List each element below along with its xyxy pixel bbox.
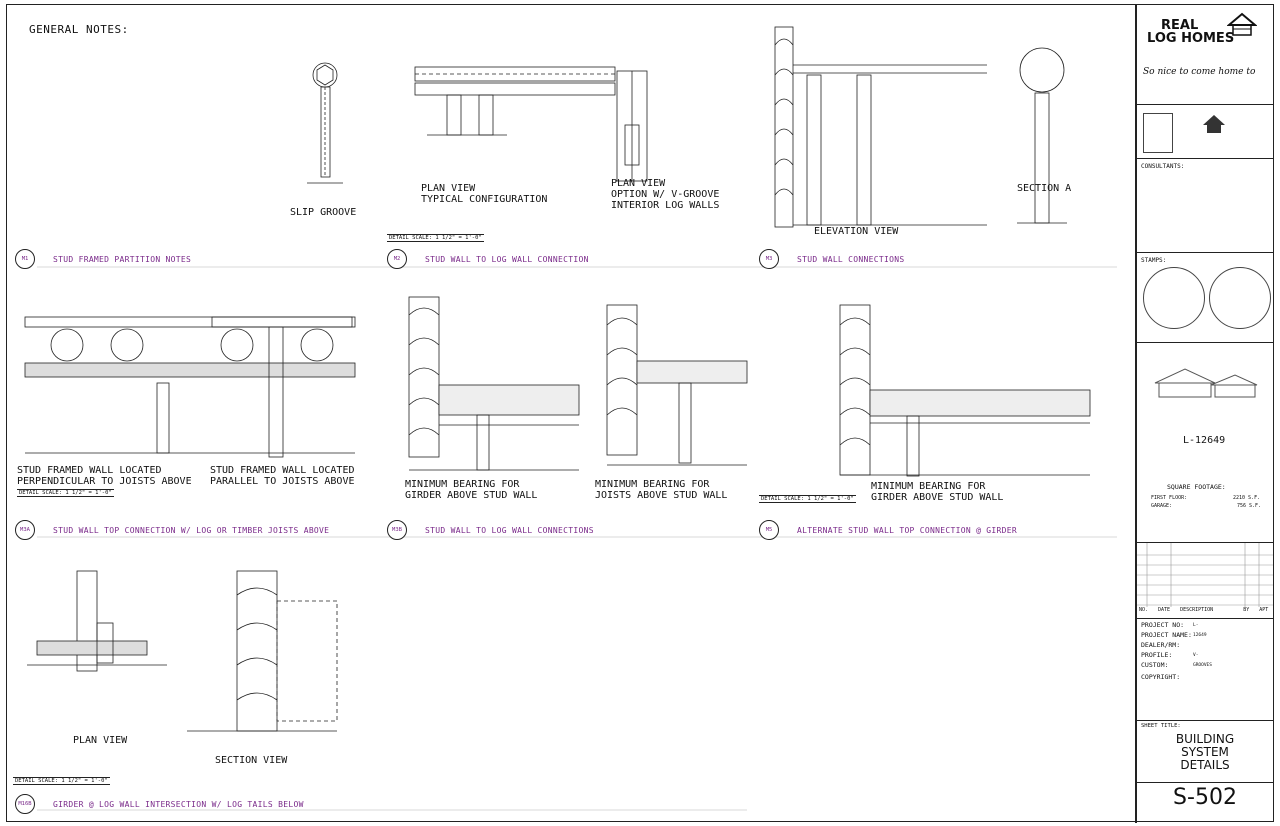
scale-m2: DETAIL SCALE: 1 1/2" = 1'-0" bbox=[387, 234, 484, 242]
scale-m3a: DETAIL SCALE: 1 1/2" = 1'-0" bbox=[17, 489, 114, 497]
detail-title-text: STUD WALL TO LOG WALL CONNECTIONS bbox=[425, 525, 594, 535]
log-homes-council-icon bbox=[1203, 115, 1225, 133]
detail-number: M16B bbox=[15, 794, 35, 814]
house-rendering-icon bbox=[1154, 368, 1258, 398]
member-badge-icon bbox=[1143, 113, 1173, 153]
caption-parallel: STUD FRAMED WALL LOCATED PARALLEL TO JOI… bbox=[210, 465, 355, 487]
stamp-circle bbox=[1143, 267, 1205, 329]
brand-tagline: So nice to come home to bbox=[1143, 67, 1256, 77]
brand-logo: REAL LOG HOMES bbox=[1147, 18, 1235, 46]
revision-grid bbox=[1137, 543, 1273, 607]
detail-title-m16b: M16B GIRDER @ LOG WALL INTERSECTION W/ L… bbox=[15, 794, 395, 814]
detail-number: M3B bbox=[387, 520, 407, 540]
detail-title-m3b: M3B STUD WALL TO LOG WALL CONNECTIONS bbox=[387, 520, 747, 540]
detail-number: M2 bbox=[387, 249, 407, 269]
scale-m5: DETAIL SCALE: 1 1/2" = 1'-0" bbox=[759, 495, 856, 503]
detail-title-m1: M1 STUD FRAMED PARTITION NOTES bbox=[15, 249, 375, 269]
detail-title-m5: M5 ALTERNATE STUD WALL TOP CONNECTION @ … bbox=[759, 520, 1119, 540]
revision-header: NO. DATE DESCRIPTION BY APT bbox=[1139, 607, 1269, 613]
detail-title-text: STUD FRAMED PARTITION NOTES bbox=[53, 254, 192, 264]
detail-title-text: STUD WALL CONNECTIONS bbox=[797, 254, 905, 264]
scale-m16b: DETAIL SCALE: 1 1/2" = 1'-0" bbox=[13, 777, 110, 785]
detail-title-text: GIRDER @ LOG WALL INTERSECTION W/ LOG TA… bbox=[53, 799, 304, 809]
detail-title-text: STUD WALL TO LOG WALL CONNECTION bbox=[425, 254, 589, 264]
caption-plan-view: PLAN VIEW bbox=[73, 735, 128, 746]
general-notes: GENERAL NOTES: bbox=[29, 23, 244, 42]
sheet-title-section: SHEET TITLE: BUILDING SYSTEM DETAILS bbox=[1137, 721, 1273, 783]
detail-number: M3A bbox=[15, 520, 35, 540]
caption-min-bearing-joists: MINIMUM BEARING FOR JOISTS ABOVE STUD WA… bbox=[595, 479, 728, 501]
detail-number: M5 bbox=[759, 520, 779, 540]
cabin-icon bbox=[1227, 12, 1257, 36]
caption-elevation: ELEVATION VIEW bbox=[814, 226, 899, 237]
stamps-section: STAMPS: bbox=[1137, 253, 1273, 343]
caption-min-bearing-girder: MINIMUM BEARING FOR GIRDER ABOVE STUD WA… bbox=[405, 479, 538, 501]
caption-plan-typical: PLAN VIEW TYPICAL CONFIGURATION bbox=[421, 183, 548, 205]
project-info-section: PROJECT NO:L-12649 PROJECT NAME: DEALER/… bbox=[1137, 619, 1273, 721]
member-logos bbox=[1137, 105, 1273, 159]
brand-section: REAL LOG HOMES So nice to come home to bbox=[1137, 5, 1273, 105]
caption-min-bearing-girder-alt: MINIMUM BEARING FOR GIRDER ABOVE STUD WA… bbox=[871, 481, 1004, 503]
detail-title-m3a: M3A STUD WALL TOP CONNECTION W/ LOG OR T… bbox=[15, 520, 375, 540]
caption-section-view: SECTION VIEW bbox=[215, 755, 288, 766]
detail-title-m3: M3 STUD WALL CONNECTIONS bbox=[759, 249, 1119, 269]
drawing-sheet: GENERAL NOTES: SLIP GROOVE PLAN VIEW TYP… bbox=[6, 4, 1275, 823]
caption-plan-option: PLAN VIEW OPTION W/ V-GROOVE INTERIOR LO… bbox=[611, 178, 720, 211]
detail-title-text: ALTERNATE STUD WALL TOP CONNECTION @ GIR… bbox=[797, 525, 1018, 535]
general-notes-title: GENERAL NOTES: bbox=[29, 23, 129, 36]
drawing-area: GENERAL NOTES: SLIP GROOVE PLAN VIEW TYP… bbox=[7, 5, 1131, 823]
detail-linework bbox=[24, 26, 1117, 811]
title-block: REAL LOG HOMES So nice to come home to C… bbox=[1135, 5, 1275, 823]
plan-number: L-12649 bbox=[1183, 435, 1226, 446]
sheet-title: BUILDING SYSTEM DETAILS bbox=[1175, 732, 1235, 772]
caption-perpendicular: STUD FRAMED WALL LOCATED PERPENDICULAR T… bbox=[17, 465, 192, 487]
plan-info-section: L-12649 SQUARE FOOTAGE: FIRST FLOOR: 221… bbox=[1137, 343, 1273, 543]
detail-title-m2: M2 STUD WALL TO LOG WALL CONNECTION bbox=[387, 249, 747, 269]
detail-number: M1 bbox=[15, 249, 35, 269]
stamp-circle bbox=[1209, 267, 1271, 329]
detail-number: M3 bbox=[759, 249, 779, 269]
revisions-section: NO. DATE DESCRIPTION BY APT bbox=[1137, 543, 1273, 619]
consultants-section: CONSULTANTS: bbox=[1137, 159, 1273, 253]
detail-title-text: STUD WALL TOP CONNECTION W/ LOG OR TIMBE… bbox=[53, 525, 330, 535]
caption-slip-groove: SLIP GROOVE bbox=[290, 207, 357, 218]
sheet-number: S-502 bbox=[1173, 785, 1237, 810]
caption-section-a: SECTION A bbox=[1017, 183, 1072, 194]
